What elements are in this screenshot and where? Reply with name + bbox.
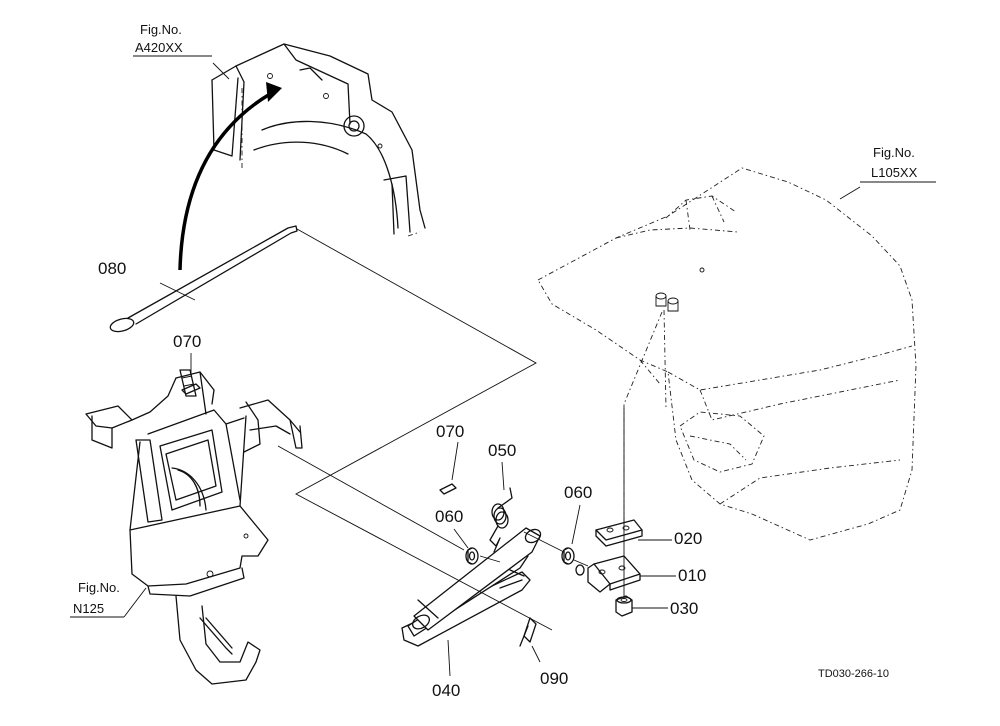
cover-l105-drawing: [537, 167, 917, 541]
part-number-060-left[interactable]: 060: [435, 507, 463, 526]
housing-a420-drawing: [211, 43, 426, 237]
small-parts: [181, 383, 575, 647]
part-number-060-right[interactable]: 060: [564, 483, 592, 502]
part-number-070-bracket[interactable]: 070: [173, 332, 201, 351]
drawing-code: TD030-266-10: [818, 668, 889, 680]
bracket-frame-n125: [85, 369, 303, 685]
part-number-050[interactable]: 050: [488, 441, 516, 460]
pedal-040: [401, 527, 542, 647]
part-number-020[interactable]: 020: [674, 529, 702, 548]
fig-ref-a420-label: Fig.No.: [140, 22, 182, 37]
fig-ref-n125-label: Fig.No.: [78, 580, 120, 595]
arrow-080-to-housing: [178, 82, 282, 271]
fig-ref-n125[interactable]: Fig.No. N125: [70, 580, 124, 618]
fig-ref-n125-number: N125: [73, 601, 104, 616]
fig-ref-l105-number: L105XX: [871, 165, 918, 180]
fig-ref-l105[interactable]: Fig.No. L105XX: [860, 145, 936, 183]
part-number-090[interactable]: 090: [540, 669, 568, 688]
part-number-010[interactable]: 010: [678, 566, 706, 585]
part-number-040[interactable]: 040: [432, 681, 460, 700]
part-number-070-pedal[interactable]: 070: [436, 422, 464, 441]
rod-080: [109, 225, 298, 333]
fig-ref-a420[interactable]: Fig.No. A420XX: [133, 22, 212, 57]
part-number-030[interactable]: 030: [670, 599, 698, 618]
spring-050: [489, 487, 513, 553]
plates-and-nut: [575, 519, 643, 617]
guide-lines: [123, 62, 861, 677]
fig-ref-a420-number: A420XX: [135, 40, 183, 55]
fig-ref-l105-label: Fig.No.: [873, 145, 915, 160]
part-number-080[interactable]: 080: [98, 259, 126, 278]
